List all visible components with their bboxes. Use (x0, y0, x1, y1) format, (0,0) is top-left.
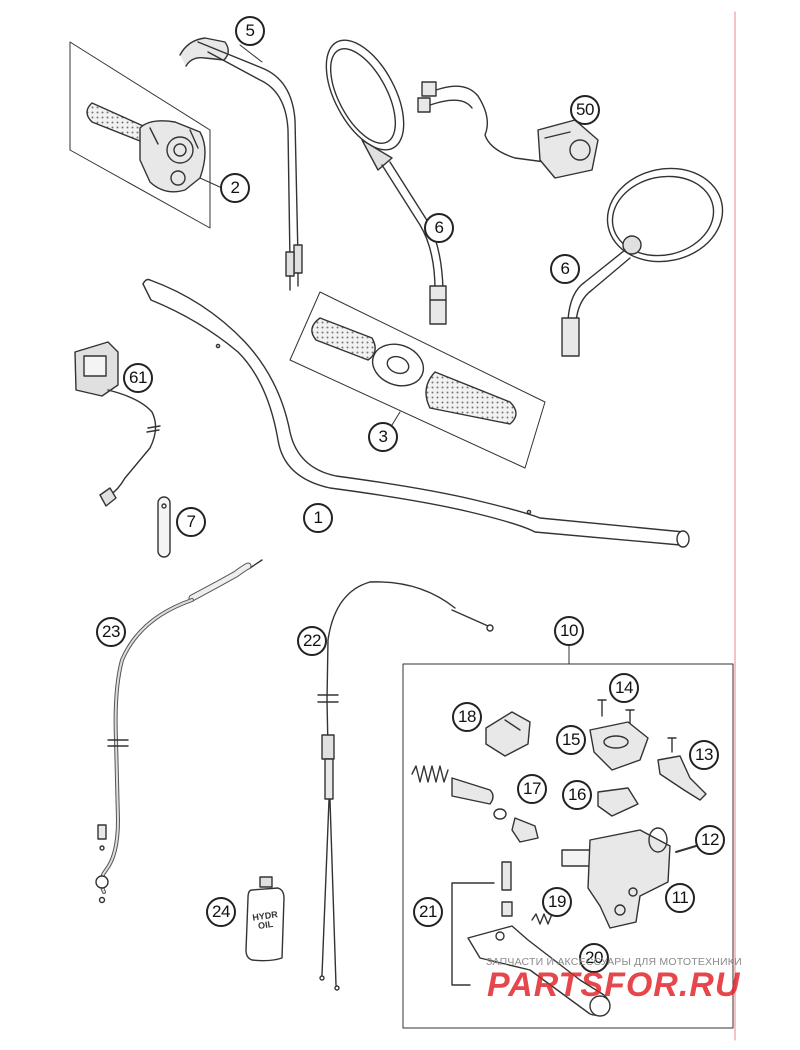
callout-7: 7 (176, 507, 206, 537)
callout-11: 11 (665, 883, 695, 913)
callout-10: 10 (554, 616, 584, 646)
hydraulic-oil-bottle (245, 876, 285, 962)
callout-21: 21 (413, 897, 443, 927)
handlebar-grips (289, 291, 546, 469)
handlebar (142, 278, 690, 548)
callout-2: 2 (220, 173, 250, 203)
hydraulic-line (95, 559, 263, 904)
callout-20: 20 (579, 943, 609, 973)
callout-23: 23 (96, 617, 126, 647)
cable-strap (157, 496, 171, 558)
callout-12: 12 (695, 825, 725, 855)
watermark-tagline: ЗАПЧАСТИ И АКСЕССУАРЫ ДЛЯ МОТОТЕХНИКИ (486, 956, 742, 968)
switch-assembly (417, 81, 599, 179)
oil-bottle-label: HYDR OIL (252, 909, 279, 931)
master-cylinder-kit (402, 642, 734, 1029)
callout-18: 18 (452, 702, 482, 732)
callout-22: 22 (297, 626, 327, 656)
control-cable (317, 581, 494, 991)
callout-13: 13 (689, 740, 719, 770)
callout-19: 19 (542, 887, 572, 917)
throttle-cables (179, 37, 303, 291)
callout-6-right: 6 (550, 254, 580, 284)
callout-5: 5 (235, 16, 265, 46)
mirror-right (561, 167, 724, 357)
callout-16: 16 (562, 780, 592, 810)
callout-6-left: 6 (424, 213, 454, 243)
watermark-brand: PARTSFOR.RU (487, 966, 741, 1004)
callout-3: 3 (368, 422, 398, 452)
callout-61: 61 (123, 363, 153, 393)
throttle-grip-assembly (69, 41, 223, 229)
oil-label-line2: OIL (257, 918, 274, 931)
callout-15: 15 (556, 725, 586, 755)
callout-14: 14 (609, 673, 639, 703)
kill-switch (74, 341, 161, 507)
callout-17: 17 (517, 774, 547, 804)
callout-50: 50 (570, 95, 600, 125)
mirror-left (325, 39, 447, 325)
callout-24: 24 (206, 897, 236, 927)
callout-1: 1 (303, 503, 333, 533)
